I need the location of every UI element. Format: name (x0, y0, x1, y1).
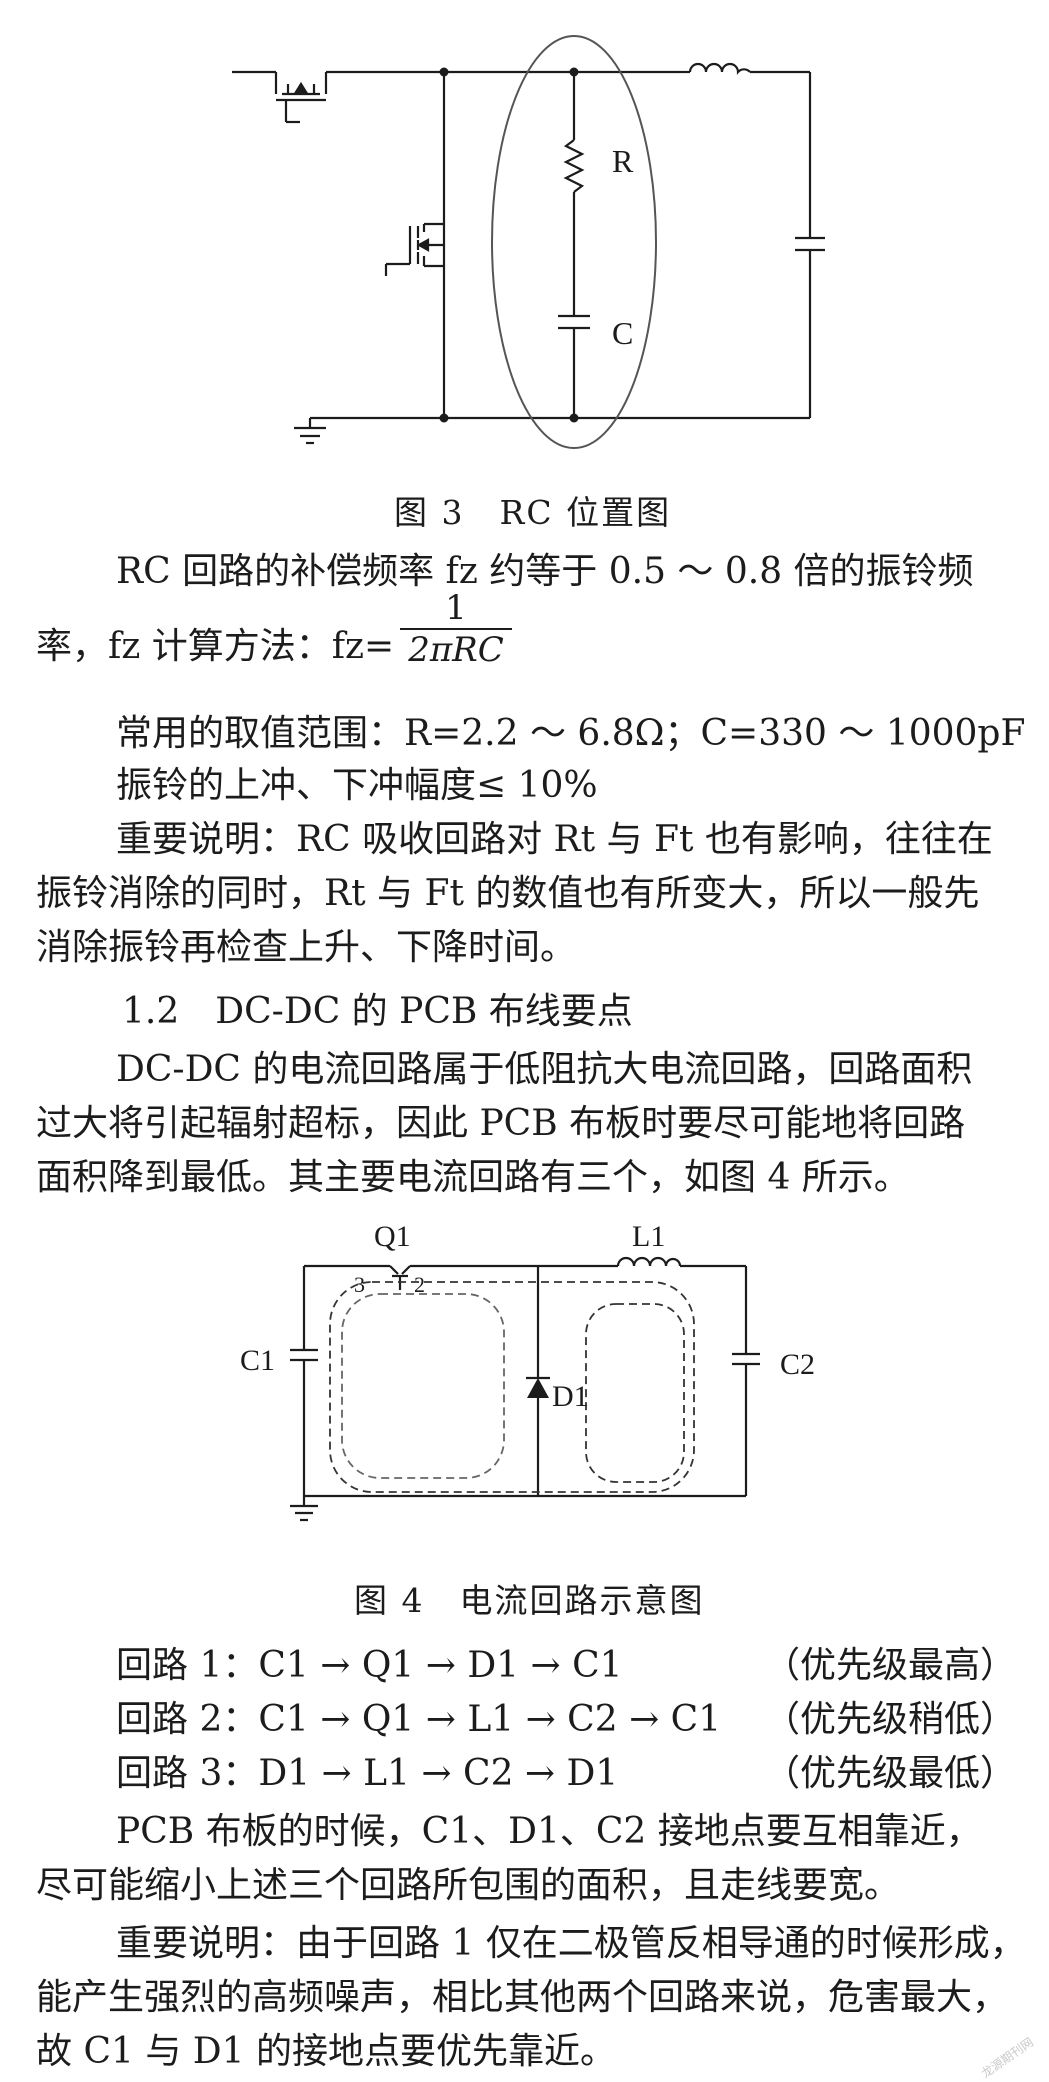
para2-line1: DC-DC 的电流回路属于低阻抗大电流回路，回路面积 (116, 1049, 973, 1090)
fig4-label-L1: L1 (632, 1220, 665, 1253)
fig4-label-C1: C1 (240, 1344, 275, 1377)
fz-numerator: 1 (445, 588, 467, 628)
route-1-path: 回路 1：C1 → Q1 → D1 → C1 (116, 1645, 623, 1686)
note1-line3: 消除振铃再检查上升、下降时间。 (36, 927, 577, 968)
para2-line2: 过大将引起辐射超标，因此 PCB 布板时要尽可能地将回路 (36, 1103, 966, 1144)
figure4-circuit: Q1 3 2 L1 C1 C2 D1 (240, 1220, 815, 1522)
route-row-2: 回路 2：C1 → Q1 → L1 → C2 → C1 （优先级稍低） (116, 1690, 1016, 1742)
range-line: 常用的取值范围：R=2.2 ～ 6.8Ω；C=330 ～ 1000pF (116, 713, 1026, 754)
section-heading: 1.2 DC-DC 的 PCB 布线要点 (122, 991, 633, 1032)
overshoot-line: 振铃的上冲、下冲幅度≤ 10% (116, 765, 598, 806)
fig4-label-C2: C2 (780, 1348, 815, 1381)
para1-line1: RC 回路的补偿频率 fz 约等于 0.5 ～ 0.8 倍的振铃频 (116, 551, 974, 592)
para3-line2: 尽可能缩小上述三个回路所包围的面积，且走线要宽。 (36, 1865, 901, 1906)
note1-line1: 重要说明：RC 吸收回路对 Rt 与 Ft 也有影响，往往在 (116, 819, 993, 860)
figure3-caption: 图 3 RC 位置图 (394, 493, 672, 532)
fig4-label-D1: D1 (552, 1380, 589, 1413)
route-1-priority: （优先级最高） (763, 1645, 1016, 1686)
route-row-1: 回路 1：C1 → Q1 → D1 → C1 （优先级最高） (116, 1636, 1016, 1688)
fz-formula-fraction: 1 2πRC (400, 588, 512, 670)
fz-denominator: 2πRC (408, 630, 504, 670)
fig4-pin3: 3 (354, 1272, 365, 1297)
para3-line1: PCB 布板的时候，C1、D1、C2 接地点要互相靠近， (116, 1811, 982, 1852)
note2-line1: 重要说明：由于回路 1 仅在二极管反相导通的时候形成， (116, 1923, 1026, 1964)
fig4-pin2: 2 (414, 1272, 425, 1297)
note2-line2: 能产生强烈的高频噪声，相比其他两个回路来说，危害最大， (36, 1977, 1009, 2018)
para1-line2: 率，fz 计算方法：fz= (36, 626, 395, 667)
fig4-label-Q1: Q1 (374, 1220, 411, 1253)
figure4-caption: 图 4 电流回路示意图 (354, 1581, 705, 1620)
route-3-path: 回路 3：D1 → L1 → C2 → D1 (116, 1753, 619, 1794)
fraction-bar (400, 628, 512, 630)
route-row-3: 回路 3：D1 → L1 → C2 → D1 （优先级最低） (116, 1744, 1016, 1796)
watermark: 龙源期刊网 (978, 2034, 1036, 2081)
route-3-priority: （优先级最低） (763, 1753, 1016, 1794)
fig3-label-C: C (612, 315, 633, 351)
para2-line3: 面积降到最低。其主要电流回路有三个，如图 4 所示。 (36, 1157, 910, 1198)
note1-line2: 振铃消除的同时，Rt 与 Ft 的数值也有所变大，所以一般先 (36, 873, 980, 914)
route-2-priority: （优先级稍低） (763, 1699, 1016, 1740)
note2-line3: 故 C1 与 D1 的接地点要优先靠近。 (36, 2031, 616, 2072)
route-2-path: 回路 2：C1 → Q1 → L1 → C2 → C1 (116, 1699, 722, 1740)
figure3-circuit: R C (232, 35, 825, 449)
fig3-label-R: R (612, 143, 634, 179)
